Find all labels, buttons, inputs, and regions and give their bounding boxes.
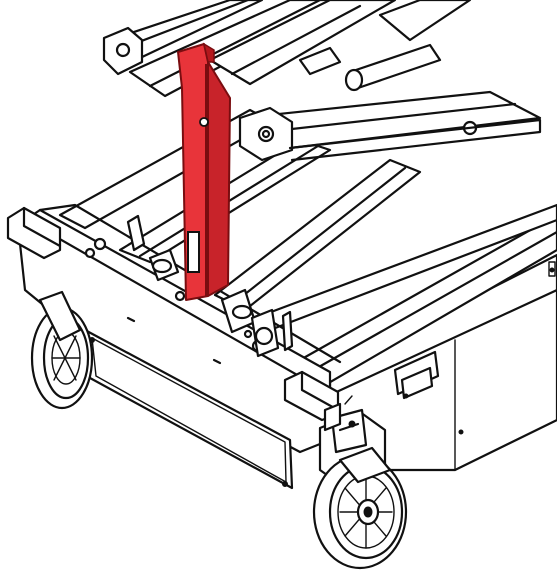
upper-frame — [102, 0, 472, 98]
upper-cross-rail — [238, 90, 542, 162]
left-wheel — [30, 290, 94, 410]
right-wheel — [312, 446, 408, 570]
cart-body — [6, 108, 557, 492]
roller-brackets — [126, 214, 294, 358]
vertical-support-bar — [177, 42, 231, 301]
